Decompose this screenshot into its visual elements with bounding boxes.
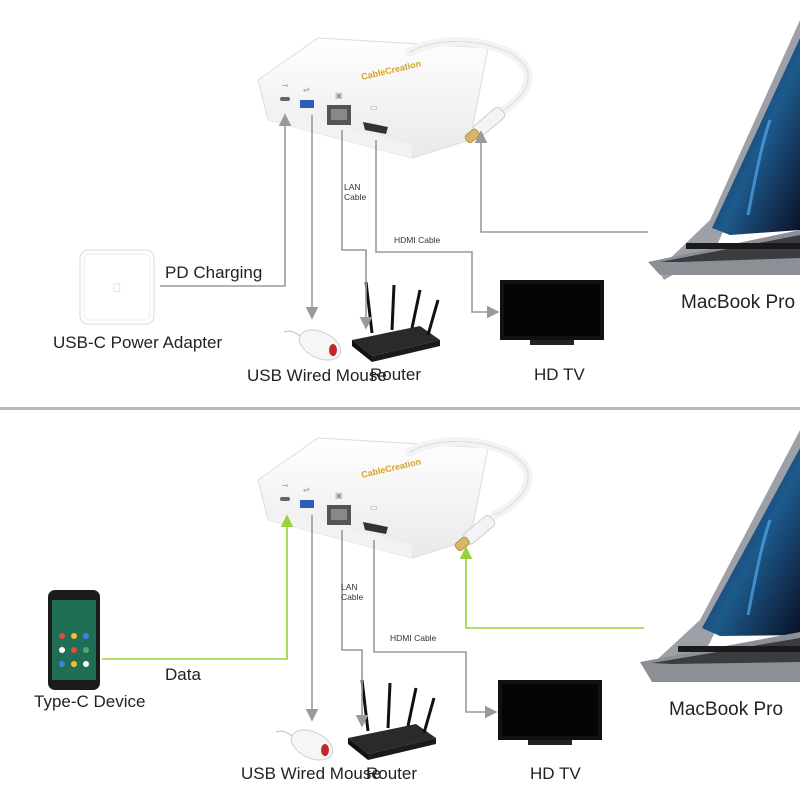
power-adapter-label: USB-C Power Adapter xyxy=(53,333,223,352)
svg-text:▭: ▭ xyxy=(370,103,378,112)
lan-label-line2: Cable xyxy=(344,191,367,202)
lan-label-line2: Cable xyxy=(341,591,364,602)
type-c-device-label: Type-C Device xyxy=(34,692,146,711)
svg-text:⊸: ⊸ xyxy=(282,81,289,90)
arrow-hdmi-tv xyxy=(375,140,500,319)
bottom-panel: CableCreation ⊸ ⇌ ▣ ▭ xyxy=(48,430,800,761)
top-connection-arrows xyxy=(160,113,648,330)
usb-wired-mouse-image xyxy=(283,329,342,361)
svg-text:⊸: ⊸ xyxy=(282,481,289,490)
lan-label-line1: LAN xyxy=(344,182,361,192)
mouse-label: USB Wired Mouse xyxy=(241,764,381,783)
usb-c-port xyxy=(280,497,290,501)
lan-cable-label: LAN Cable xyxy=(341,582,364,603)
pd-charging-label: PD Charging xyxy=(165,263,263,282)
lan-cable-label: LAN Cable xyxy=(344,182,367,203)
hdmi-cable-label: HDMI Cable xyxy=(390,633,437,643)
bottom-connection-arrows xyxy=(102,514,644,728)
type-c-device-image xyxy=(48,590,100,690)
usb-c-power-adapter-image:  xyxy=(79,249,155,325)
hdmi-port xyxy=(363,122,388,134)
usb-c-hub: CableCreation ⊸ ⇌ ▣ ▭ xyxy=(257,37,489,159)
svg-text:▣: ▣ xyxy=(335,91,343,100)
data-label: Data xyxy=(165,665,201,684)
svg-text:▭: ▭ xyxy=(370,503,378,512)
hd-tv-image xyxy=(498,680,602,745)
svg-text:▣: ▣ xyxy=(335,491,343,500)
svg-text:⇌: ⇌ xyxy=(303,85,310,94)
router-label: Router xyxy=(366,764,418,783)
tv-label: HD TV xyxy=(534,365,585,384)
usb-a-port xyxy=(300,100,314,108)
touch-bar xyxy=(686,243,800,249)
arrow-laptop-usbc xyxy=(459,546,644,629)
hdmi-port xyxy=(363,522,388,534)
hd-tv-image xyxy=(500,280,604,345)
tv-label: HD TV xyxy=(530,764,581,783)
svg-text:⇌: ⇌ xyxy=(303,485,310,494)
touch-bar xyxy=(678,646,800,652)
usb-c-hub: CableCreation ⊸ ⇌ ▣ ▭ xyxy=(257,437,489,559)
macbook-pro xyxy=(648,20,800,280)
mouse-label: USB Wired Mouse xyxy=(247,366,387,385)
laptop-label: MacBook Pro xyxy=(681,292,796,313)
router-label: Router xyxy=(370,365,422,384)
arrow-lan-router xyxy=(341,130,373,330)
laptop-label: MacBook Pro xyxy=(669,699,784,720)
svg-text::  xyxy=(113,281,122,295)
arrow-laptop-usbc xyxy=(474,130,648,233)
lan-label-line1: LAN xyxy=(341,582,358,592)
arrow-hdmi-tv xyxy=(373,540,498,719)
usb-wired-mouse-image xyxy=(275,729,334,761)
arrow-lan-router xyxy=(341,530,369,728)
usb-a-port xyxy=(300,500,314,508)
arrow-pd-charging xyxy=(160,113,292,287)
usb-c-port xyxy=(280,97,290,101)
macbook-pro xyxy=(640,430,800,682)
panel-divider xyxy=(0,407,800,410)
usb-c-plug xyxy=(454,514,496,552)
hdmi-cable-label: HDMI Cable xyxy=(394,235,441,245)
top-panel: CableCreation ⊸ ⇌ ▣ ▭ xyxy=(79,20,800,362)
arrow-data xyxy=(102,514,294,660)
